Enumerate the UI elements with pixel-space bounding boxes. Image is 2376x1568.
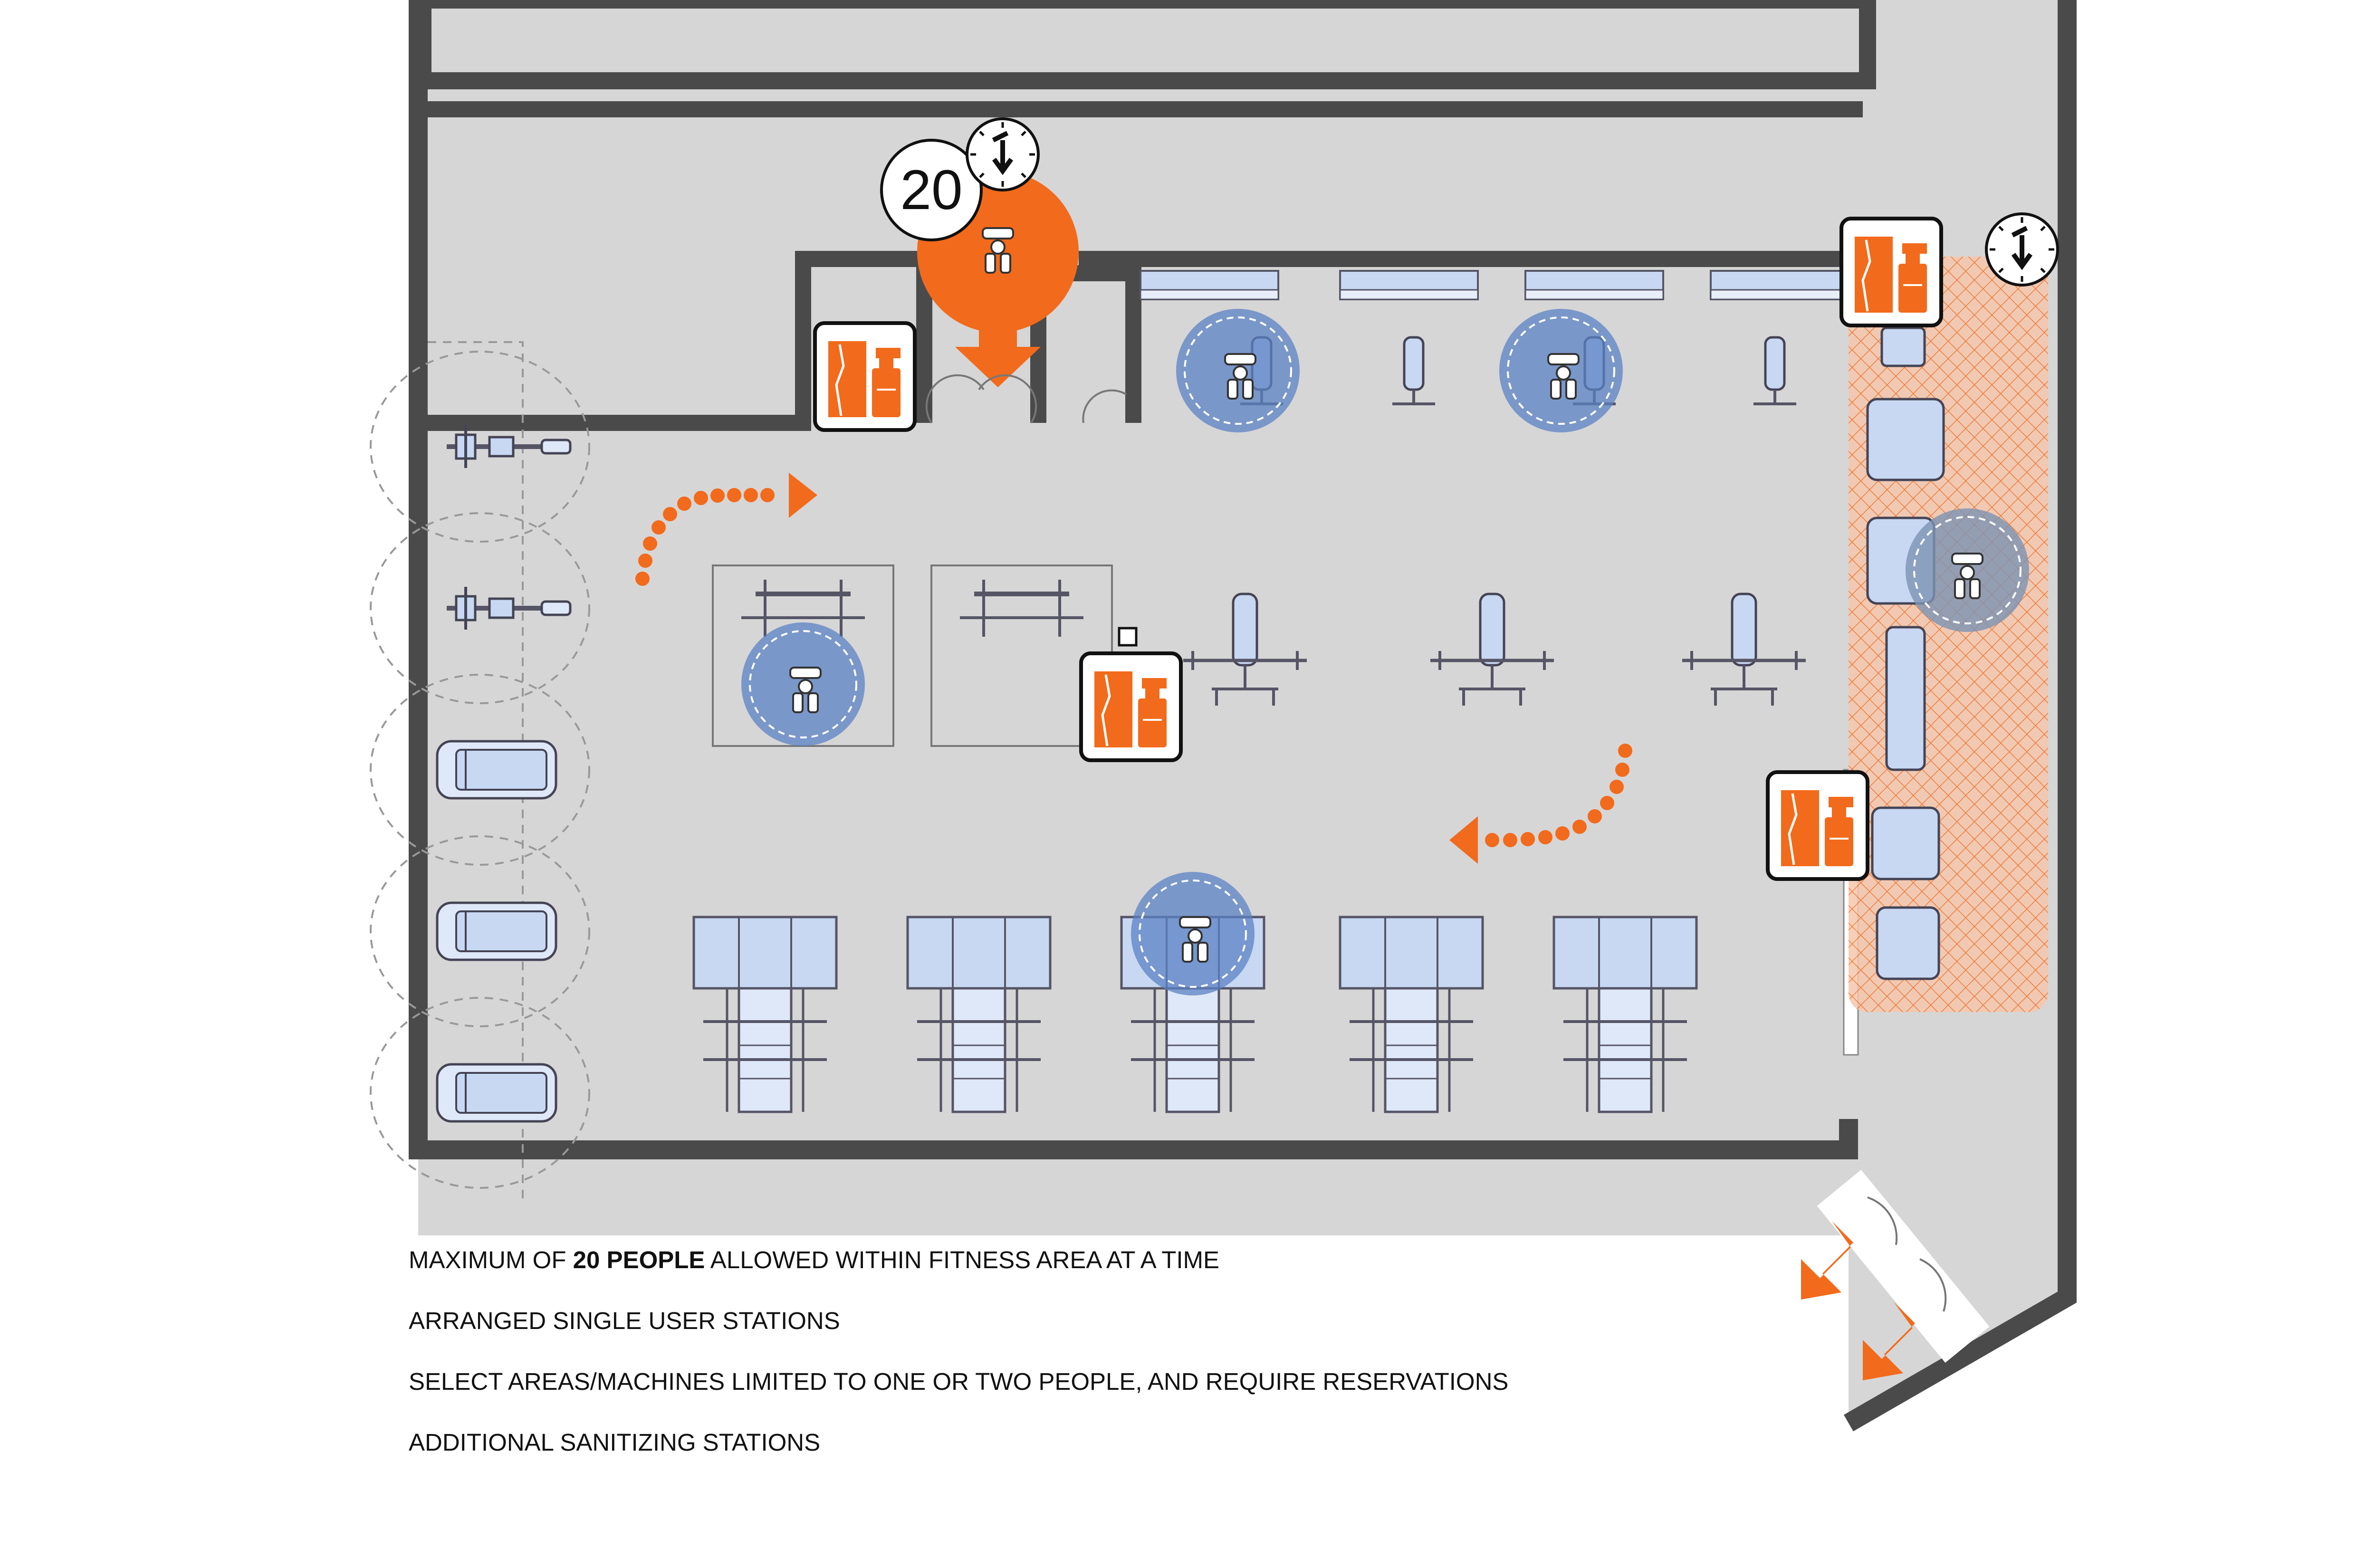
flow-arrow-icon	[1449, 744, 1632, 864]
dumbbell-shelf	[1140, 270, 1279, 300]
treadmill-station	[437, 1064, 556, 1121]
note-capacity-suffix: ALLOWED WITHIN FITNESS AREA AT A TIME	[705, 1246, 1220, 1273]
user-zone	[1498, 308, 1624, 433]
capacity-count: 20	[900, 159, 962, 221]
timer-clock-icon	[1986, 214, 2058, 285]
entry-arrow-icon	[955, 314, 1041, 387]
note-sanitizing: ADDITIONAL SANITIZING STATIONS	[409, 1429, 821, 1456]
sanitizer-station-icon	[1768, 772, 1868, 879]
note-reservations: SELECT AREAS/MACHINES LIMITED TO ONE OR …	[409, 1368, 1509, 1395]
plan-notes: MAXIMUM OF 20 PEOPLE ALLOWED WITHIN FITN…	[409, 1230, 1508, 1473]
entry-doors	[925, 374, 1127, 424]
outdoor-station-outlines	[370, 341, 590, 1202]
sanitizer-station-icon	[815, 323, 915, 430]
reserved-user-zone	[1906, 508, 2029, 632]
note-capacity-prefix: MAXIMUM OF	[409, 1246, 573, 1273]
capacity-badge	[880, 139, 983, 241]
dumbbell-shelf	[1524, 270, 1664, 300]
flow-arrow-icon	[635, 473, 817, 586]
reservation-zone	[1849, 257, 2048, 1012]
note-capacity: MAXIMUM OF 20 PEOPLE ALLOWED WITHIN FITN…	[409, 1230, 1508, 1291]
treadmill-station	[437, 741, 556, 798]
note-single-user: ARRANGED SINGLE USER STATIONS	[409, 1307, 840, 1334]
dumbbell-shelf	[1339, 270, 1479, 300]
entry-capacity-zone: 20	[880, 119, 1079, 387]
sanitizer-station-icon	[1081, 653, 1181, 760]
timer-clock-icon	[967, 119, 1038, 190]
treadmill-station	[437, 903, 556, 960]
sanitizer-station-icon	[1841, 219, 1941, 325]
user-zone	[1175, 308, 1301, 433]
note-capacity-bold: 20 PEOPLE	[573, 1246, 705, 1273]
dumbbell-shelf	[1710, 270, 1849, 300]
user-zone	[1130, 871, 1255, 996]
exit-arrow-icon	[1863, 1302, 1915, 1380]
user-zone	[740, 621, 866, 747]
exit-doors	[1817, 1170, 1990, 1363]
exit-arrow-icon	[1801, 1221, 1853, 1300]
